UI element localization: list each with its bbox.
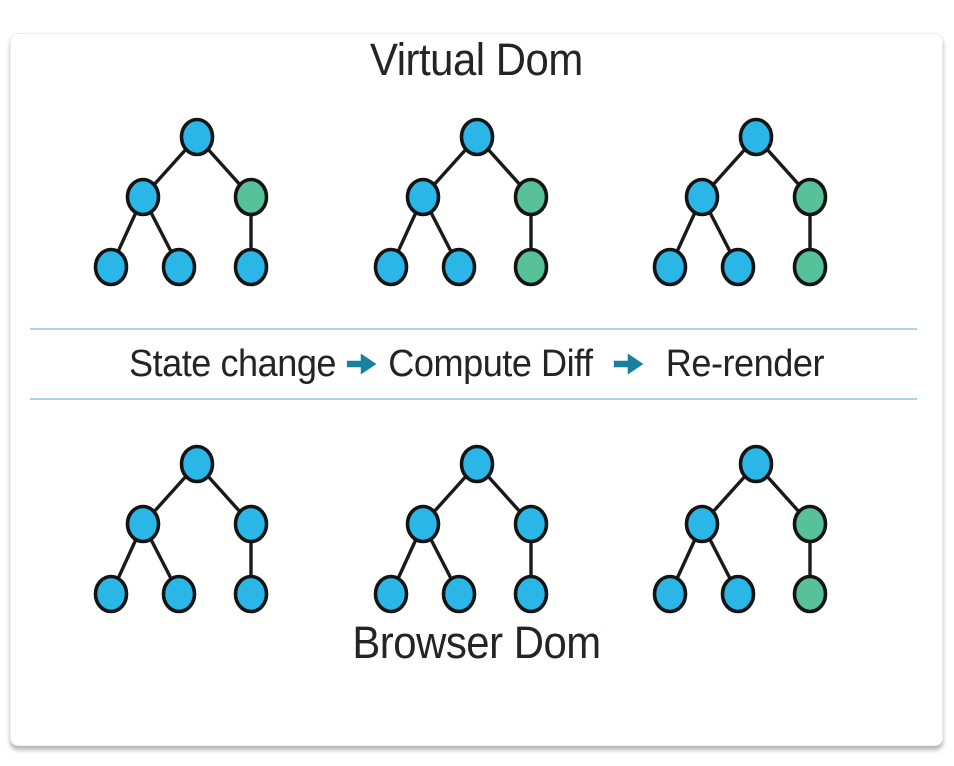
- middle-leaf-node: [161, 574, 197, 614]
- browser-dom-tree-row: [11, 441, 942, 617]
- process-step-compute-diff: Compute Diff: [388, 342, 593, 385]
- middle-leaf-node: [161, 247, 197, 287]
- virtual-dom-title: Virtual Dom: [11, 34, 942, 86]
- right-child-node: [513, 177, 548, 217]
- left-child-node: [684, 177, 720, 217]
- root-node: [459, 117, 494, 157]
- arrow-right-icon: [613, 351, 645, 377]
- divider-top: [30, 328, 917, 330]
- right-child-node: [792, 177, 828, 217]
- browser-dom-tree-1: [93, 441, 293, 617]
- right-child-node: [513, 504, 548, 544]
- process-band: State change Compute Diff Re-render: [34, 336, 918, 392]
- middle-leaf-node: [720, 574, 756, 614]
- root-node: [738, 444, 774, 484]
- virtual-dom-tree-3: [652, 114, 852, 290]
- left-child-node: [125, 177, 161, 217]
- middle-leaf-node: [441, 247, 476, 287]
- right-leaf-node: [792, 574, 828, 614]
- right-child-node: [792, 504, 828, 544]
- left-leaf-node: [93, 574, 129, 614]
- left-child-node: [125, 504, 161, 544]
- right-leaf-node: [792, 247, 828, 287]
- divider-bottom: [30, 398, 917, 400]
- right-leaf-node: [513, 574, 548, 614]
- right-child-node: [233, 177, 269, 217]
- root-node: [738, 117, 774, 157]
- root-node: [179, 444, 215, 484]
- left-child-node: [405, 177, 440, 217]
- left-leaf-node: [93, 247, 129, 287]
- root-node: [179, 117, 215, 157]
- left-leaf-node: [652, 574, 688, 614]
- arrow-right-icon: [346, 351, 377, 377]
- left-child-node: [405, 504, 440, 544]
- process-step-re-render: Re-render: [665, 342, 825, 385]
- virtual-dom-tree-1: [93, 114, 293, 290]
- virtual-dom-title-text: Virtual Dom: [370, 34, 583, 85]
- process-step-state-change: State change: [128, 342, 337, 385]
- left-leaf-node: [652, 247, 688, 287]
- right-child-node: [233, 504, 269, 544]
- root-node: [459, 444, 494, 484]
- diagram-card: Virtual Dom State change Compute Diff Re…: [10, 33, 943, 746]
- browser-dom-title-text: Browser Dom: [352, 617, 601, 668]
- virtual-dom-tree-2: [373, 114, 573, 290]
- right-leaf-node: [233, 247, 269, 287]
- right-leaf-node: [233, 574, 269, 614]
- right-leaf-node: [513, 247, 548, 287]
- browser-dom-tree-2: [373, 441, 573, 617]
- virtual-dom-tree-row: [11, 114, 942, 290]
- left-leaf-node: [373, 574, 408, 614]
- left-child-node: [684, 504, 720, 544]
- middle-leaf-node: [441, 574, 476, 614]
- middle-leaf-node: [720, 247, 756, 287]
- left-leaf-node: [373, 247, 408, 287]
- browser-dom-title: Browser Dom: [11, 617, 942, 669]
- browser-dom-tree-3: [652, 441, 852, 617]
